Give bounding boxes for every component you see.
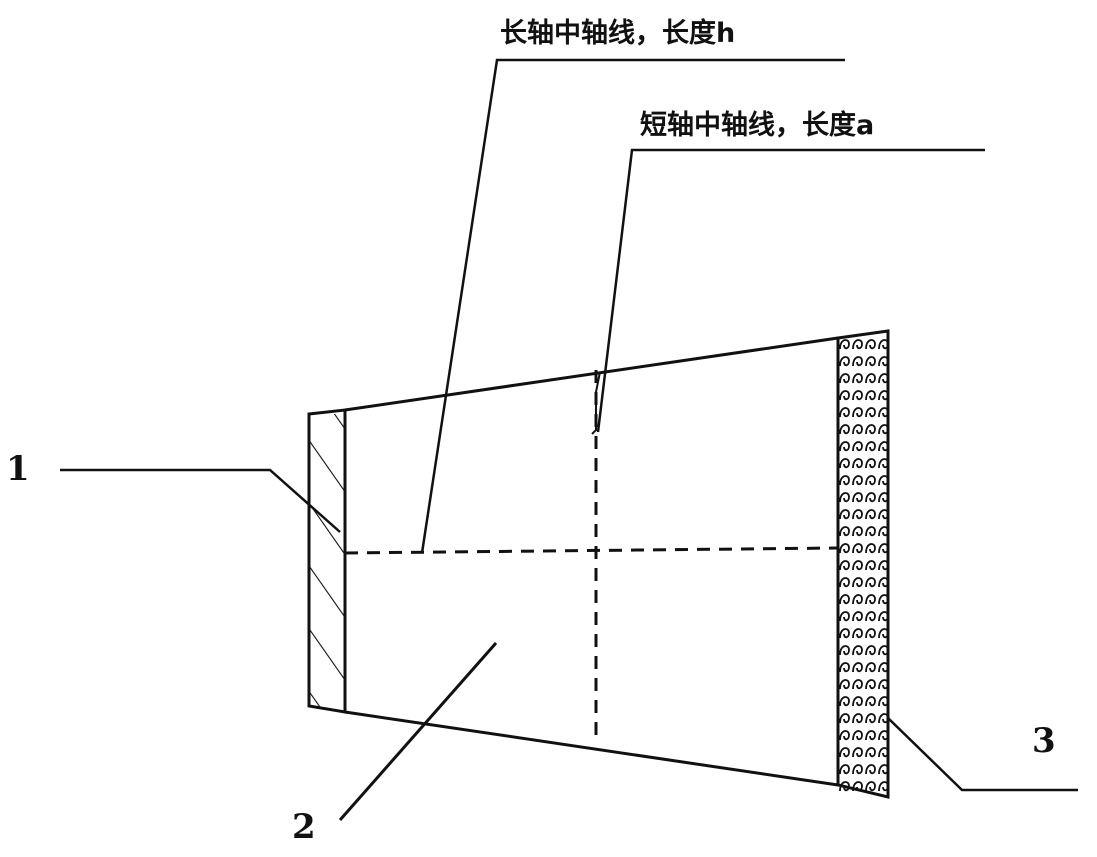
part-1-number: 1	[6, 449, 30, 489]
short-axis-label: 短轴中轴线，长度a	[640, 109, 874, 141]
long-axis-leader	[420, 58, 845, 554]
part-2-number: 2	[292, 807, 316, 847]
leader-lines	[60, 58, 1078, 821]
part-3-plate	[836, 329, 890, 799]
part-3-leader	[887, 717, 1078, 792]
short-axis-leader	[596, 148, 985, 433]
part-1-plate	[307, 408, 347, 714]
part-2-body	[344, 336, 839, 787]
long-axis-label: 长轴中轴线，长度h	[500, 17, 735, 49]
part-2-leader	[338, 642, 498, 821]
part-1-leader	[60, 468, 341, 533]
short-axis-tick	[591, 371, 601, 435]
long-axis-centerline	[344, 546, 839, 555]
part-3-number: 3	[1032, 721, 1056, 761]
